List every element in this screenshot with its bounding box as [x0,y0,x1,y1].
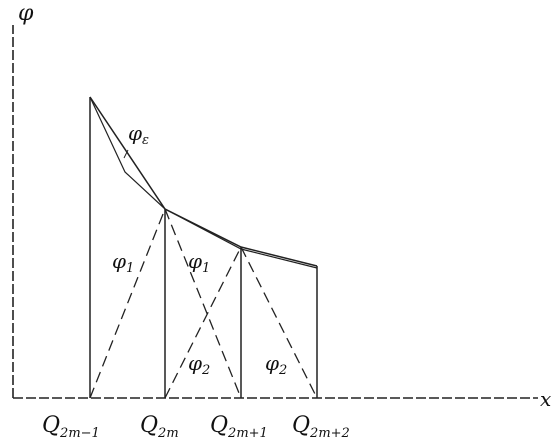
phi2-right-label: φ2 [265,351,287,378]
node-label-2: Q2m [140,413,179,441]
node-label-4: Q2m+2 [292,413,350,441]
y-axis-label: φ [18,1,34,26]
hat-phi1-right [164,246,242,399]
x-axis-label: x [540,387,551,411]
phi-epsilon-label: φε [128,121,149,148]
node-label-3: Q2m+1 [210,413,268,441]
node-label-1: Q2m−1 [42,413,100,441]
phi-epsilon-leader [123,149,129,159]
phi-epsilon-curve [89,96,318,269]
phi1-left-label: φ1 [112,249,134,276]
hat-phi2-right [240,246,318,399]
linear-interpolant [89,96,318,267]
phi2-left-label: φ2 [188,351,210,378]
phi1-right-label: φ1 [188,249,210,276]
hat-phi1-left [89,208,166,399]
